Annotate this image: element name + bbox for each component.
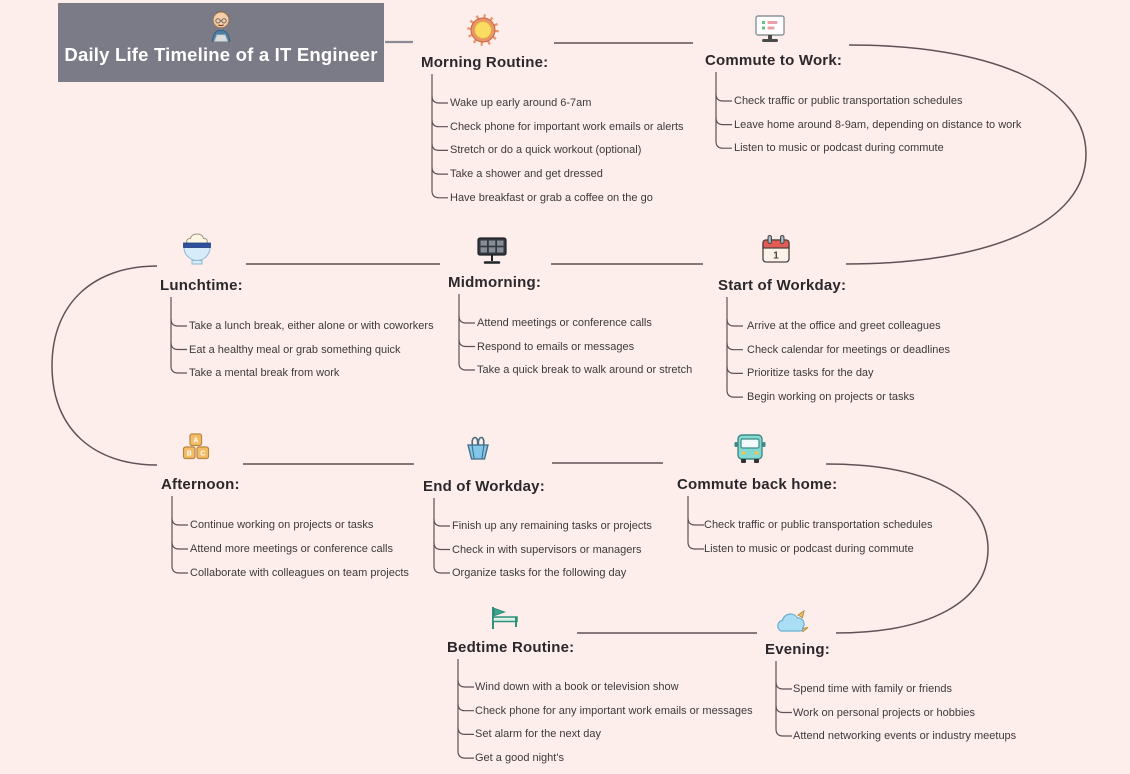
subtopic-item[interactable]: Finish up any remaining tasks or project… (452, 520, 652, 532)
branch-line (687, 517, 704, 526)
abc-blocks-icon: A B C (182, 433, 210, 460)
subtopic-item[interactable]: Take a shower and get dressed (450, 168, 603, 181)
calendar-icon: 1 (762, 235, 790, 263)
branch-line (715, 72, 732, 149)
subtopic-item[interactable]: Check calendar for meetings or deadlines (747, 343, 951, 356)
subtopic-item[interactable]: Get a good night's (475, 752, 564, 765)
branch-line (715, 117, 732, 126)
subtopic-item[interactable]: Take a mental break from work (189, 367, 340, 379)
svg-text:B: B (187, 450, 192, 457)
subtopic-item[interactable]: Listen to music or podcast during commut… (704, 543, 914, 555)
branch-line (715, 93, 732, 102)
topic-start-of-workday[interactable]: Start of Workday: (718, 277, 847, 294)
branch-line (170, 342, 187, 351)
branch-line (775, 681, 792, 690)
branch-line (433, 542, 450, 551)
topic-morning-routine[interactable]: Morning Routine: (421, 54, 549, 71)
subtopic-item[interactable]: Organize tasks for the following day (452, 567, 627, 579)
monitor-checklist-icon (755, 15, 785, 42)
bus-icon (734, 434, 766, 463)
branch-line (171, 541, 188, 550)
svg-text:1: 1 (773, 251, 779, 262)
rice-bowl-icon (183, 233, 211, 265)
subtopic-item[interactable]: Begin working on projects or tasks (747, 391, 915, 404)
page-title: Daily Life Timeline of a IT Engineer (64, 44, 378, 65)
branch-line (458, 294, 475, 371)
subtopic-item[interactable]: Check traffic or public transportation s… (734, 95, 963, 107)
svg-text:C: C (200, 450, 205, 457)
engineer-avatar-icon (211, 11, 231, 42)
subtopic-item[interactable]: Leave home around 8-9am, depending on di… (734, 118, 1022, 131)
branch-line (170, 318, 187, 327)
branch-line (457, 659, 474, 759)
subtopic-item[interactable]: Set alarm for the next day (475, 728, 601, 741)
svg-text:A: A (193, 437, 198, 444)
branch-line (171, 517, 188, 526)
branch-line (171, 496, 188, 574)
solar-panel-icon (477, 237, 507, 264)
branch-line (431, 119, 448, 128)
subtopic-item[interactable]: Take a quick break to walk around or str… (477, 364, 693, 376)
topic-afternoon[interactable]: Afternoon: (161, 476, 240, 493)
branch-line (431, 167, 448, 175)
subtopic-item[interactable]: Arrive at the office and greet colleague… (747, 320, 941, 332)
connector-commute-to-start-arc (845, 44, 1087, 265)
sun-icon (467, 14, 499, 46)
topic-bedtime-routine[interactable]: Bedtime Routine: (447, 639, 575, 656)
topic-lunchtime[interactable]: Lunchtime: (160, 277, 243, 294)
branch-line (457, 727, 474, 735)
topic-commute-back-home[interactable]: Commute back home: (677, 476, 838, 493)
branch-line (431, 74, 448, 199)
branch-line (433, 498, 450, 574)
branch-line (726, 366, 743, 374)
subtopic-item[interactable]: Work on personal projects or hobbies (793, 706, 976, 719)
subtopic-item[interactable]: Collaborate with colleagues on team proj… (190, 567, 409, 579)
topic-commute-to-work[interactable]: Commute to Work: (705, 52, 843, 69)
topic-end-of-workday[interactable]: End of Workday: (423, 478, 545, 495)
branch-line (458, 339, 475, 348)
subtopic-item[interactable]: Attend more meetings or conference calls (190, 543, 393, 555)
subtopic-item[interactable]: Have breakfast or grab a coffee on the g… (450, 191, 653, 204)
subtopic-item[interactable]: Prioritize tasks for the day (747, 367, 874, 380)
subtopic-item[interactable]: Listen to music or podcast during commut… (734, 142, 944, 155)
cloud-bird-icon (777, 609, 809, 633)
topic-evening[interactable]: Evening: (765, 641, 830, 658)
branch-line (431, 95, 448, 104)
subtopic-item[interactable]: Respond to emails or messages (477, 340, 635, 353)
branch-line (726, 318, 743, 327)
subtopic-item[interactable]: Attend meetings or conference calls (477, 317, 652, 329)
subtopic-item[interactable]: Continue working on projects or tasks (190, 519, 374, 531)
branch-line (170, 297, 187, 374)
subtopic-item[interactable]: Wake up early around 6-7am (450, 97, 592, 109)
subtopic-item[interactable]: Check phone for important work emails or… (450, 120, 684, 133)
branch-line (775, 705, 792, 714)
subtopic-item[interactable]: Check traffic or public transportation s… (704, 519, 933, 531)
binder-clip-icon (467, 436, 489, 460)
branch-line (433, 518, 450, 527)
subtopic-item[interactable]: Attend networking events or industry mee… (793, 730, 1017, 742)
branch-line (687, 496, 704, 550)
topic-midmorning[interactable]: Midmorning: (448, 274, 542, 291)
subtopic-item[interactable]: Wind down with a book or television show (475, 681, 679, 693)
subtopic-item[interactable]: Check in with supervisors or managers (452, 543, 642, 556)
branch-line (726, 342, 743, 351)
branch-line (457, 703, 474, 712)
subtopic-item[interactable]: Eat a healthy meal or grab something qui… (189, 343, 401, 356)
branch-line (775, 661, 792, 737)
connector-commuteback-to-evening-arc (825, 463, 989, 634)
branch-line (726, 297, 743, 398)
subtopic-item[interactable]: Take a lunch break, either alone or with… (189, 320, 434, 332)
connector-lunchtime-to-afternoon-arc (51, 265, 158, 466)
bed-icon (492, 607, 518, 629)
branch-line (458, 315, 475, 324)
subtopic-item[interactable]: Spend time with family or friends (793, 683, 952, 695)
branch-line (457, 679, 474, 688)
central-topic[interactable]: Daily Life Timeline of a IT Engineer (58, 3, 384, 82)
branch-line (431, 143, 448, 151)
subtopic-item[interactable]: Stretch or do a quick workout (optional) (450, 144, 642, 157)
subtopic-item[interactable]: Check phone for any important work email… (475, 704, 753, 717)
